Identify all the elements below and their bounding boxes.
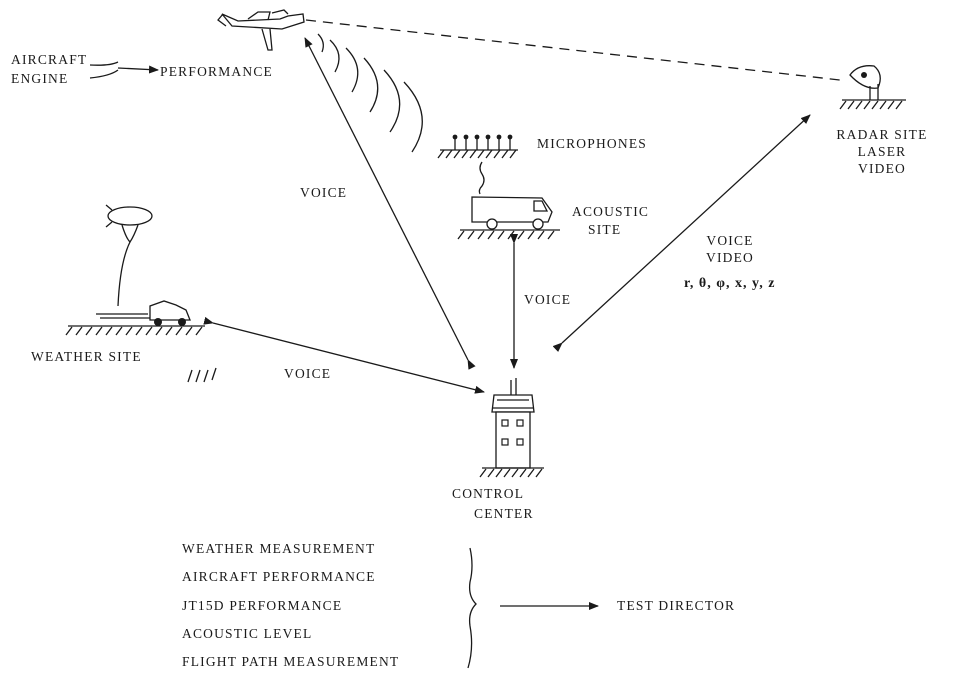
aircraft-input-line	[90, 62, 118, 65]
microphone-array-icon	[438, 135, 518, 194]
weather-voice-label: VOICE	[284, 366, 331, 382]
measurement-item: JT15D PERFORMANCE	[182, 598, 342, 614]
aircraft-voice-label: VOICE	[300, 185, 347, 201]
acoustic-label: ACOUSTIC	[572, 204, 649, 220]
performance-label: PERFORMANCE	[160, 64, 273, 80]
radar-site-label: RADAR SITE	[832, 127, 932, 143]
engine-input-label: ENGINE	[11, 71, 68, 87]
radar-voice-label: VOICE	[690, 233, 770, 249]
test-director-label: TEST DIRECTOR	[617, 598, 735, 614]
measurement-item: AIRCRAFT PERFORMANCE	[182, 569, 376, 585]
video-label: VIDEO	[832, 161, 932, 177]
radar-tracking-line	[306, 20, 840, 80]
input-arrow	[118, 68, 158, 70]
control-label: CONTROL	[452, 486, 524, 502]
hatch-marks	[188, 368, 216, 382]
engine-input-line	[90, 70, 118, 78]
microphones-label: MICROPHONES	[537, 136, 647, 152]
radar-dish-icon	[840, 66, 906, 109]
weather-control-voice-link	[213, 323, 484, 392]
measurement-item: FLIGHT PATH MEASUREMENT	[182, 654, 399, 670]
measurement-item: WEATHER MEASUREMENT	[182, 541, 375, 557]
measurements-brace	[468, 548, 476, 668]
center-label: CENTER	[474, 506, 534, 522]
site-label: SITE	[588, 222, 621, 238]
weather-vehicle-icon	[66, 301, 205, 335]
aircraft-icon	[218, 10, 304, 50]
sound-waves	[318, 34, 422, 152]
weather-site-label: WEATHER SITE	[31, 349, 142, 365]
acoustic-voice-label: VOICE	[524, 292, 571, 308]
control-tower-icon	[480, 378, 544, 477]
aircraft-input-label: AIRCRAFT	[11, 52, 87, 68]
measurement-item: ACOUSTIC LEVEL	[182, 626, 312, 642]
acoustic-van-icon	[458, 197, 560, 239]
radar-video-label: VIDEO	[690, 250, 770, 266]
weather-balloon-icon	[106, 205, 152, 306]
laser-label: LASER	[832, 144, 932, 160]
radar-coordinates-label: r, θ, φ, x, y, z	[684, 276, 775, 292]
